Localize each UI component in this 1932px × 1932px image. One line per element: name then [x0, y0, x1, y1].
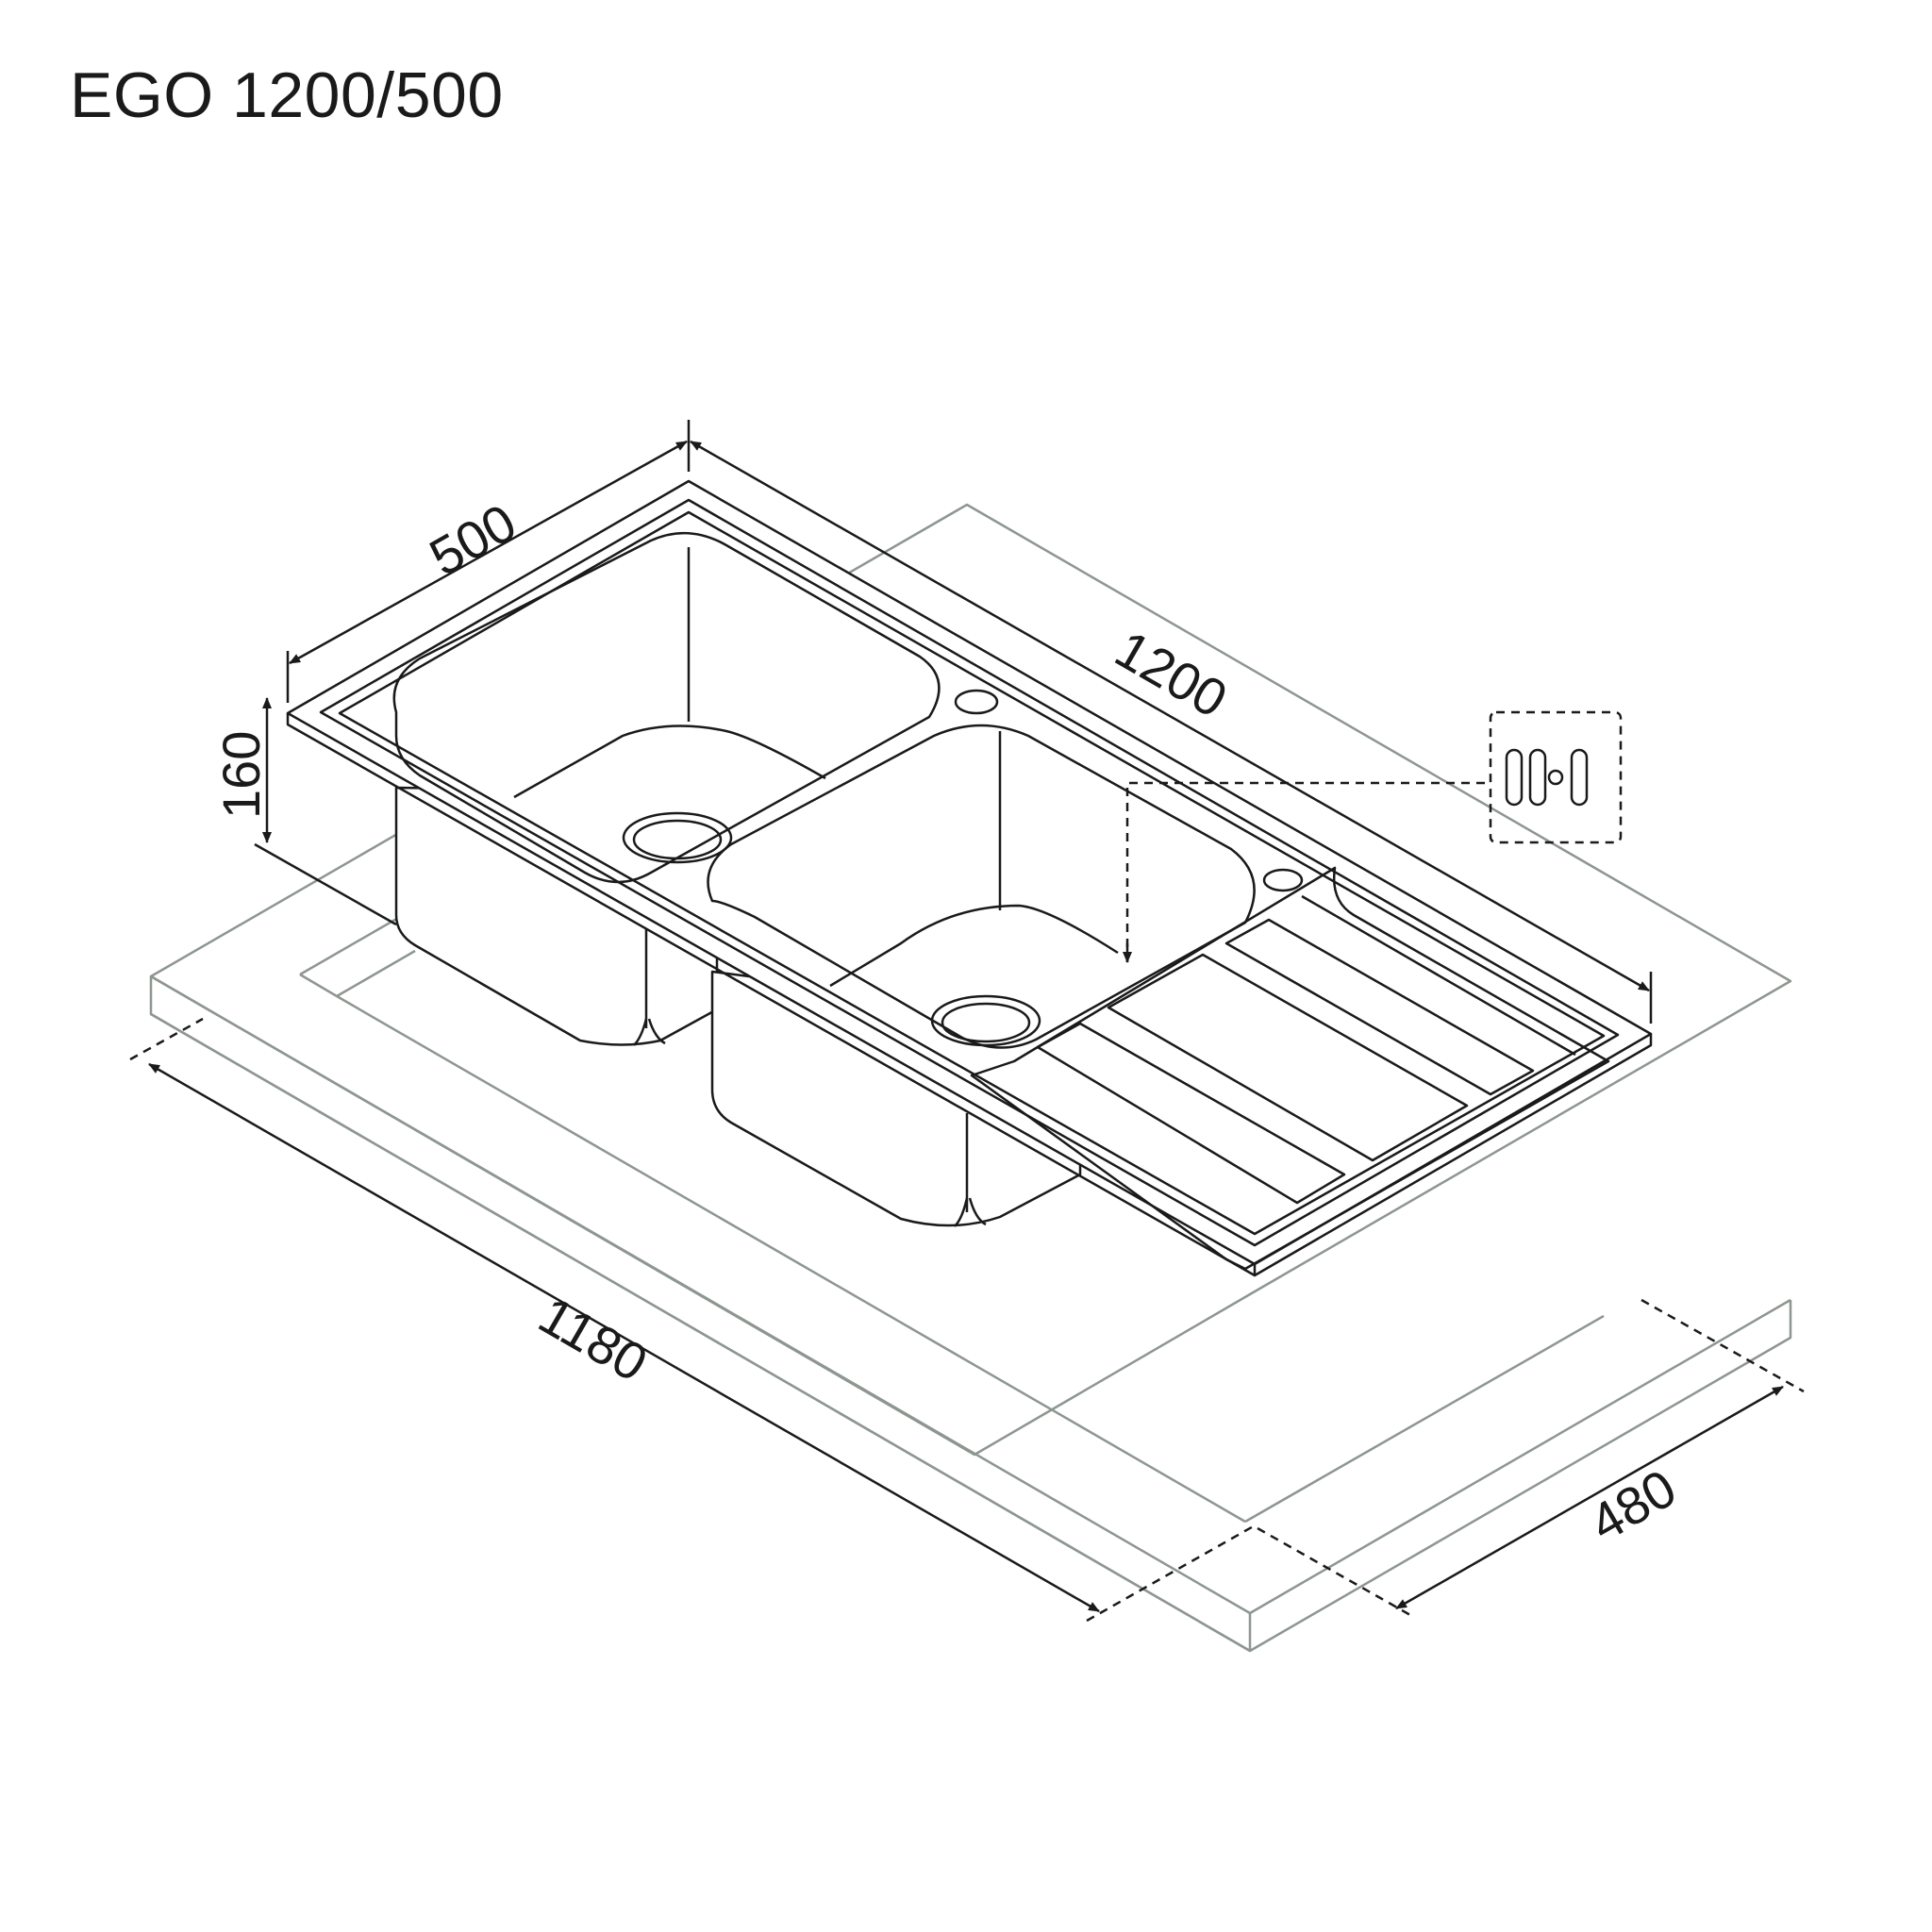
dim-1180-label: 1180 — [529, 1285, 658, 1393]
dim-480-line — [1395, 1385, 1784, 1610]
overflow-slot-1 — [1505, 748, 1524, 807]
dim-500-label: 500 — [420, 492, 525, 588]
dimension-lines — [129, 420, 1805, 1623]
drainer-rib-1 — [1036, 1022, 1346, 1205]
dim-1200-line — [690, 440, 1650, 992]
right-drain-outer — [930, 994, 1041, 1047]
right-drain-inner — [941, 1002, 1031, 1043]
dim-1180-line — [148, 1062, 1100, 1613]
dim-500-line — [289, 440, 688, 665]
dim-160-label: 160 — [211, 731, 271, 819]
overflow-slot-2 — [1528, 748, 1547, 807]
drawing-title: EGO 1200/500 — [70, 59, 504, 131]
dim-480-label: 480 — [1580, 1457, 1686, 1553]
overflow-slot-3 — [1570, 748, 1589, 807]
overflow-dot — [1547, 769, 1564, 786]
